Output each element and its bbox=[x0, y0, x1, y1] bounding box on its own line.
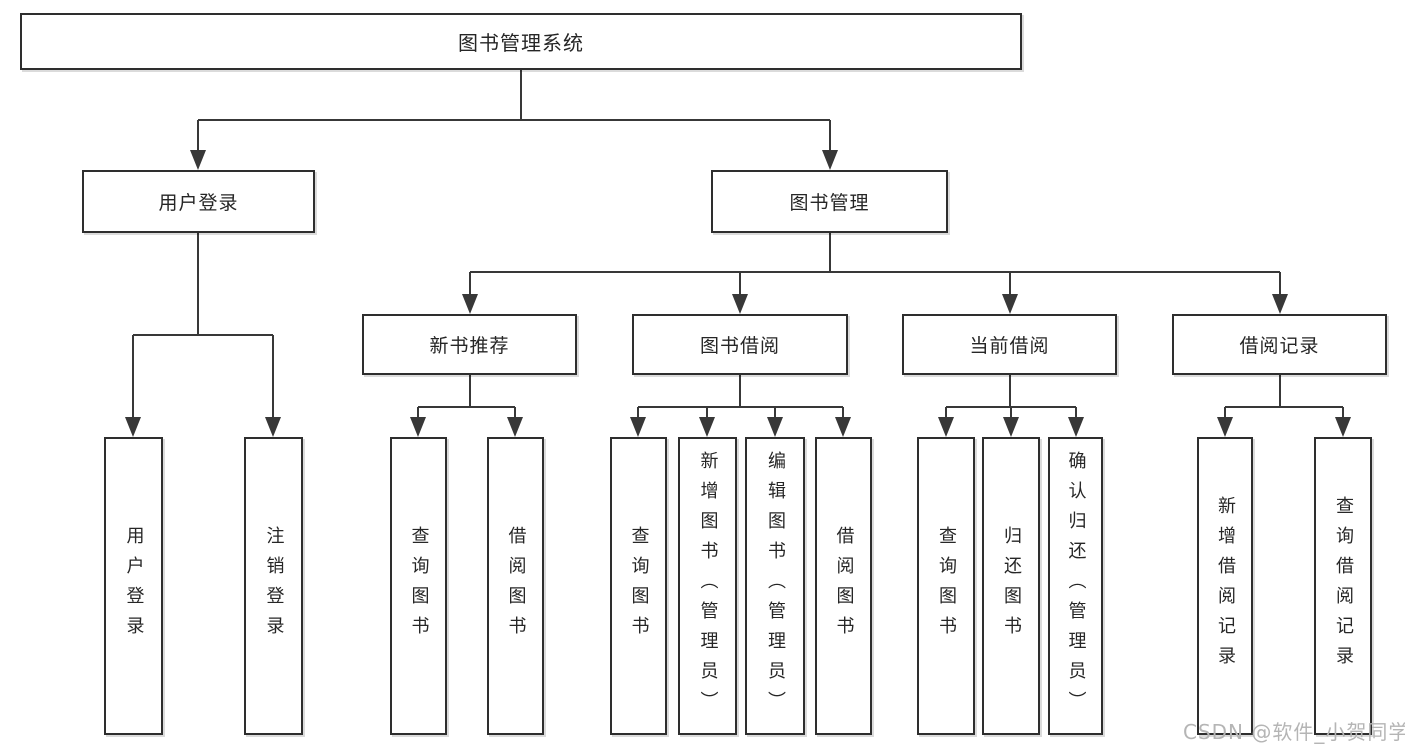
arrowheads bbox=[125, 150, 1351, 437]
leaf-confirm-return-admin: 确认归还（管理员） bbox=[1048, 437, 1103, 735]
leaf-query-books-borrowing: 查询图书 bbox=[610, 437, 667, 735]
node-new-book-recommendation: 新书推荐 bbox=[362, 314, 577, 375]
node-current-borrowing: 当前借阅 bbox=[902, 314, 1117, 375]
leaf-return-books: 归还图书 bbox=[982, 437, 1040, 735]
leaf-add-book-admin: 新增图书（管理员） bbox=[678, 437, 737, 735]
leaf-query-books-current: 查询图书 bbox=[917, 437, 975, 735]
leaf-borrow-books-recommend: 借阅图书 bbox=[487, 437, 544, 735]
node-book-borrowing: 图书借阅 bbox=[632, 314, 848, 375]
leaf-query-borrow-record: 查询借阅记录 bbox=[1314, 437, 1372, 735]
leaf-user-login: 用户登录 bbox=[104, 437, 163, 735]
node-borrowing-records: 借阅记录 bbox=[1172, 314, 1387, 375]
leaf-logout: 注销登录 bbox=[244, 437, 303, 735]
node-user-login: 用户登录 bbox=[82, 170, 315, 233]
leaf-borrow-books-borrowing: 借阅图书 bbox=[815, 437, 872, 735]
leaf-add-borrow-record: 新增借阅记录 bbox=[1197, 437, 1253, 735]
node-book-management: 图书管理 bbox=[711, 170, 948, 233]
leaf-query-books-recommend: 查询图书 bbox=[390, 437, 447, 735]
node-library-management-system: 图书管理系统 bbox=[20, 13, 1022, 70]
csdn-watermark: CSDN @软件_小贺同学 bbox=[1183, 720, 1405, 744]
leaf-edit-book-admin: 编辑图书（管理员） bbox=[745, 437, 805, 735]
